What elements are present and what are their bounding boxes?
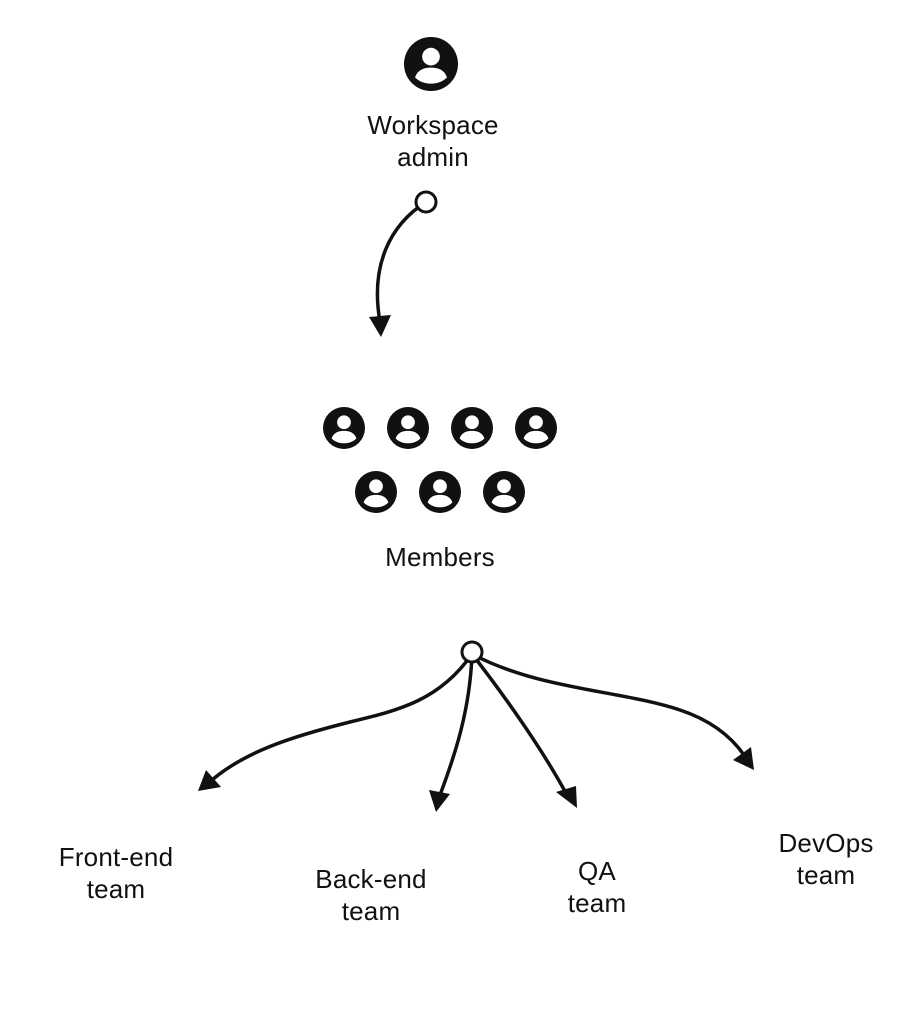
frontend-team-label: Front-end team xyxy=(59,841,174,905)
frontend-team-line1: Front-end xyxy=(58,842,174,872)
member-user-icon xyxy=(451,407,493,449)
admin-label-line2: admin xyxy=(397,142,469,172)
admin-user-icon xyxy=(404,37,458,91)
admin-label-line1: Workspace xyxy=(367,110,499,140)
member-user-icon xyxy=(323,407,365,449)
member-user-icon xyxy=(483,471,525,513)
member-user-icon xyxy=(419,471,461,513)
member-user-icon xyxy=(387,407,429,449)
devops-team-line1: DevOps xyxy=(778,828,874,858)
qa-team-label: QA team xyxy=(568,855,627,919)
members-label-text: Members xyxy=(385,542,495,572)
members-group xyxy=(323,407,557,513)
devops-team-label: DevOps team xyxy=(778,827,873,891)
member-user-icon xyxy=(515,407,557,449)
admin-to-members-connector xyxy=(369,190,438,337)
member-user-icon xyxy=(355,471,397,513)
members-to-teams-connectors xyxy=(198,640,754,812)
qa-team-line1: QA xyxy=(578,856,616,886)
backend-team-label: Back-end team xyxy=(315,863,426,927)
qa-team-line2: team xyxy=(567,888,627,918)
frontend-team-line2: team xyxy=(86,874,146,904)
admin-label: Workspace admin xyxy=(367,109,498,173)
backend-team-line2: team xyxy=(341,896,401,926)
devops-team-line2: team xyxy=(796,860,856,890)
members-label: Members xyxy=(385,541,495,573)
backend-team-line1: Back-end xyxy=(315,864,427,894)
